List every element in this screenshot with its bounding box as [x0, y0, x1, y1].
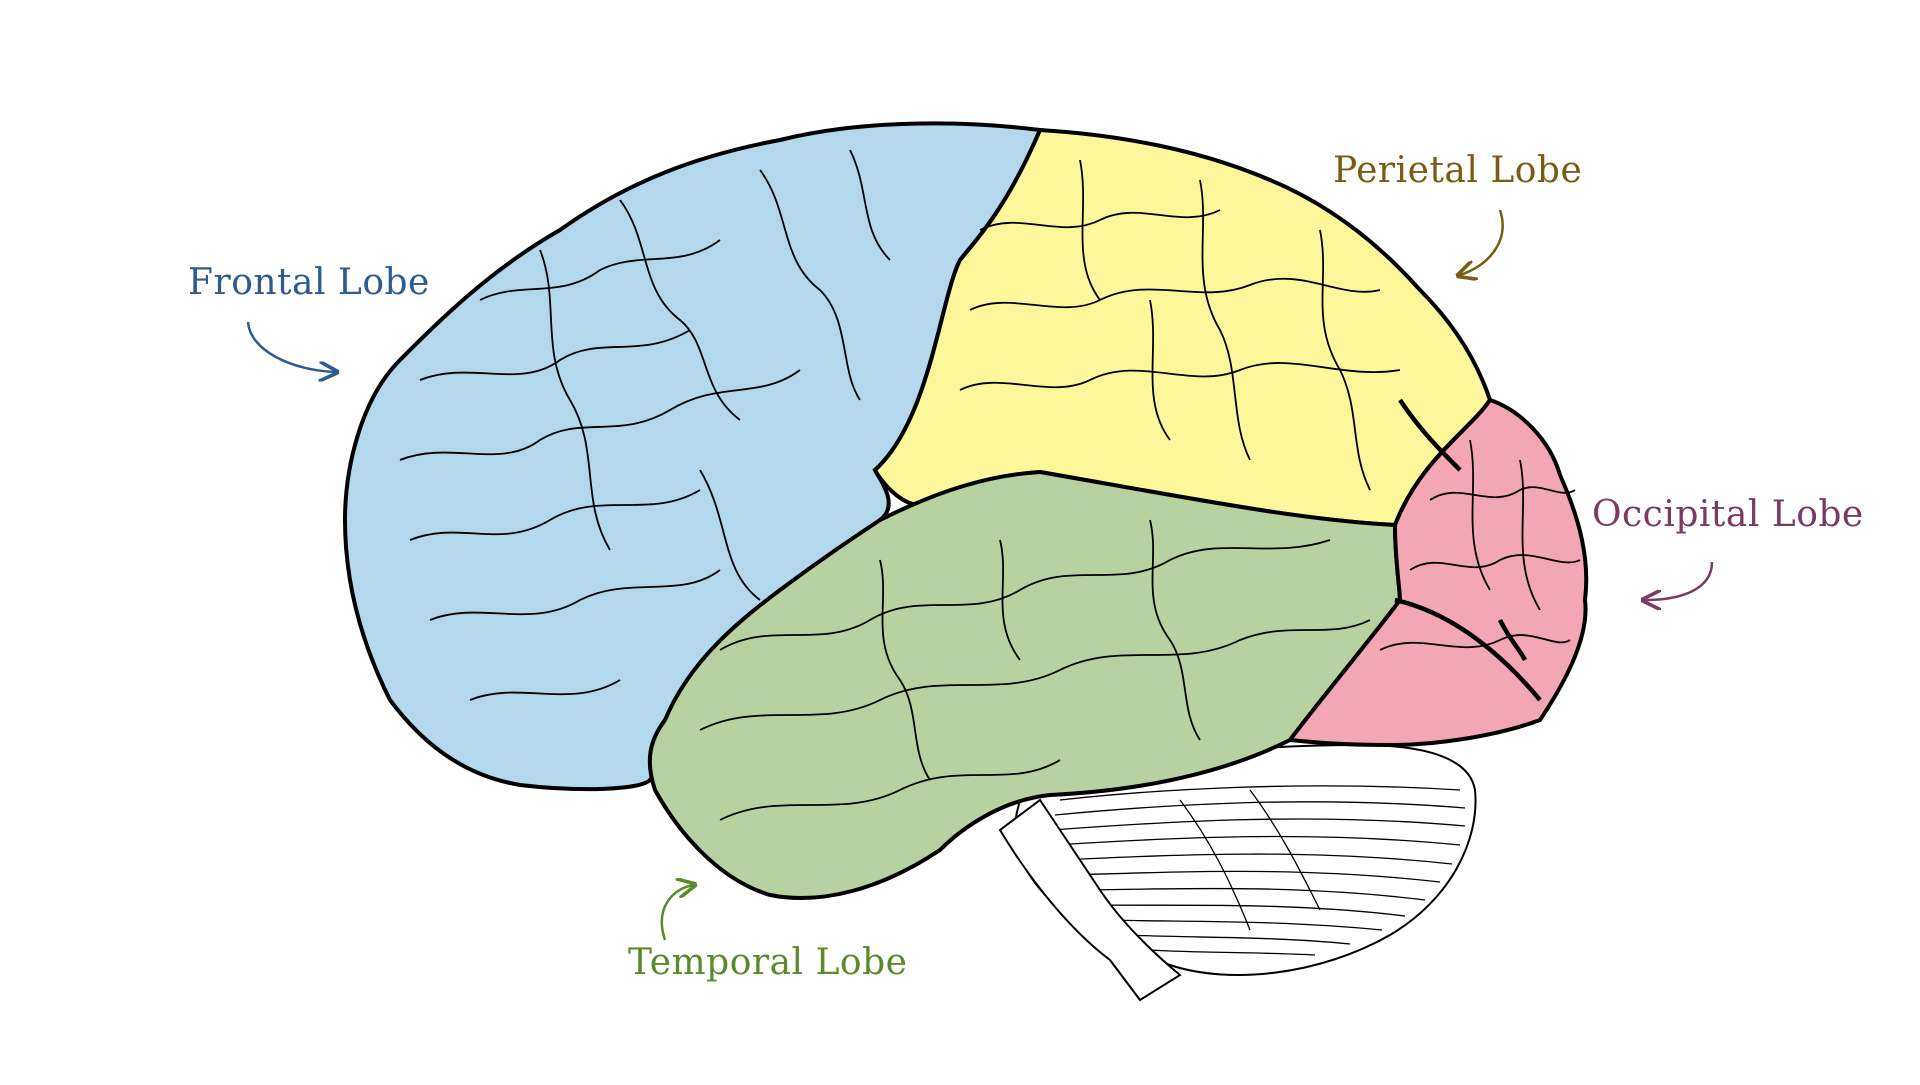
occipital-arrow: [1645, 561, 1714, 600]
cerebellum: [998, 743, 1477, 1002]
occipital-lobe: [1286, 397, 1589, 748]
parietal-arrow: [1460, 209, 1504, 275]
parietal-lobe-label: Perietal Lobe: [1333, 150, 1583, 191]
frontal-lobe-label: Frontal Lobe: [188, 262, 430, 303]
temporal-lobe-label: Temporal Lobe: [628, 942, 908, 983]
occipital-lobe-label: Occipital Lobe: [1592, 494, 1864, 535]
temporal-arrow: [660, 885, 693, 941]
brain-folds: [399, 149, 1581, 821]
frontal-arrow: [246, 321, 335, 372]
